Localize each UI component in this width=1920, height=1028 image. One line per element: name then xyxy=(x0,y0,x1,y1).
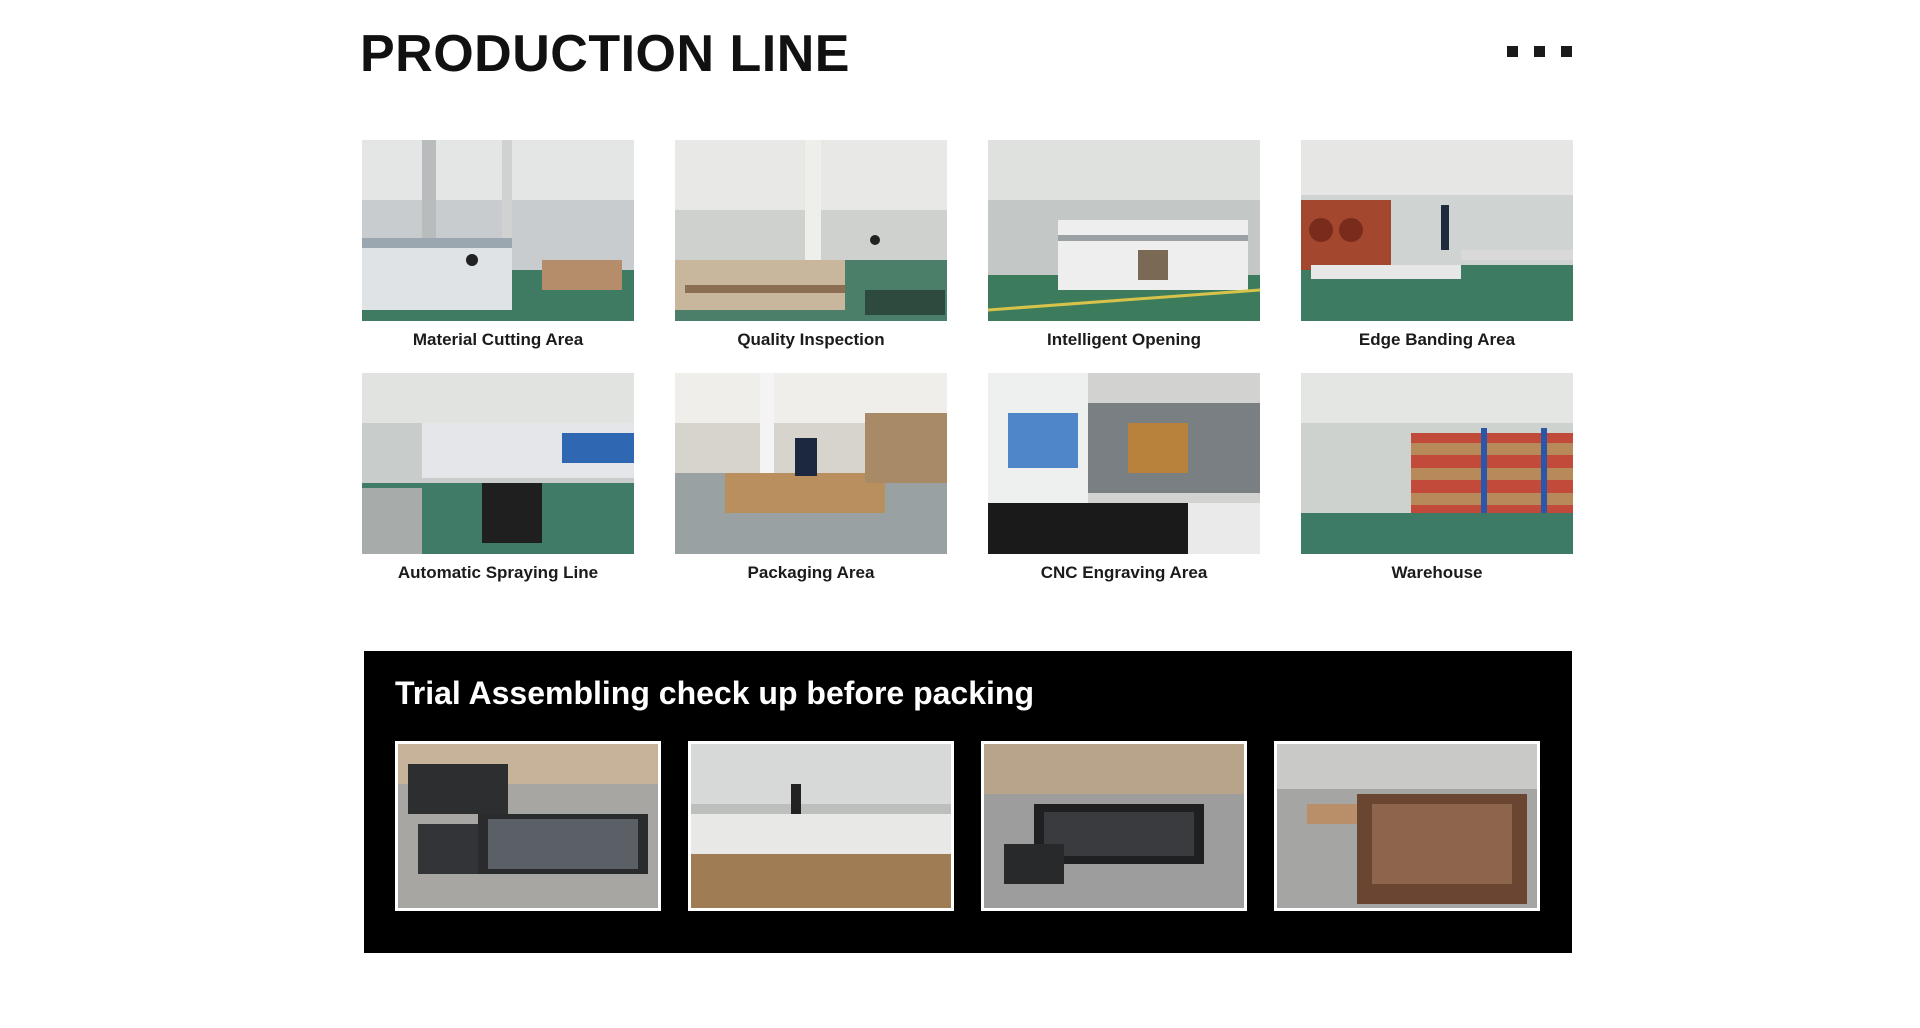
area-label: CNC Engraving Area xyxy=(1040,563,1208,582)
factory-photo xyxy=(988,373,1260,554)
trial-assembling-panel: Trial Assembling check up before packing xyxy=(364,651,1572,953)
production-areas-grid: Material Cutting Area Quality Inspection xyxy=(362,140,1573,584)
dot-icon xyxy=(1507,46,1518,57)
factory-photo xyxy=(675,140,947,321)
area-label: Material Cutting Area xyxy=(412,330,584,349)
panel-title: Trial Assembling check up before packing xyxy=(395,675,1034,711)
trial-photo[interactable] xyxy=(981,741,1247,911)
factory-photo xyxy=(988,140,1260,321)
area-label: Edge Banding Area xyxy=(1358,330,1516,349)
production-line-section: PRODUCTION LINE Material Cut xyxy=(360,0,1573,1028)
more-dots-icon[interactable] xyxy=(1507,46,1572,57)
area-label: Automatic Spraying Line xyxy=(397,563,599,582)
dot-icon xyxy=(1534,46,1545,57)
trial-photos xyxy=(395,741,1540,911)
area-label: Packaging Area xyxy=(747,563,875,582)
factory-photo xyxy=(675,373,947,554)
trial-photo[interactable] xyxy=(688,741,954,911)
area-card-warehouse[interactable]: Warehouse xyxy=(1301,373,1573,584)
trial-photo[interactable] xyxy=(1274,741,1540,911)
area-label: Intelligent Opening xyxy=(1047,330,1201,349)
area-label: Warehouse xyxy=(1391,563,1483,582)
area-card-packaging[interactable]: Packaging Area xyxy=(675,373,947,584)
trial-photo[interactable] xyxy=(395,741,661,911)
factory-photo xyxy=(362,373,634,554)
area-card-quality-inspection[interactable]: Quality Inspection xyxy=(675,140,947,351)
area-card-material-cutting[interactable]: Material Cutting Area xyxy=(362,140,634,351)
factory-photo xyxy=(362,140,634,321)
dot-icon xyxy=(1561,46,1572,57)
factory-photo xyxy=(1301,373,1573,554)
area-card-cnc-engraving[interactable]: CNC Engraving Area xyxy=(988,373,1260,584)
area-label: Quality Inspection xyxy=(737,330,885,349)
area-card-edge-banding[interactable]: Edge Banding Area xyxy=(1301,140,1573,351)
area-card-intelligent-opening[interactable]: Intelligent Opening xyxy=(988,140,1260,351)
area-card-automatic-spraying[interactable]: Automatic Spraying Line xyxy=(362,373,634,584)
factory-photo xyxy=(1301,140,1573,321)
page-title: PRODUCTION LINE xyxy=(360,25,850,83)
